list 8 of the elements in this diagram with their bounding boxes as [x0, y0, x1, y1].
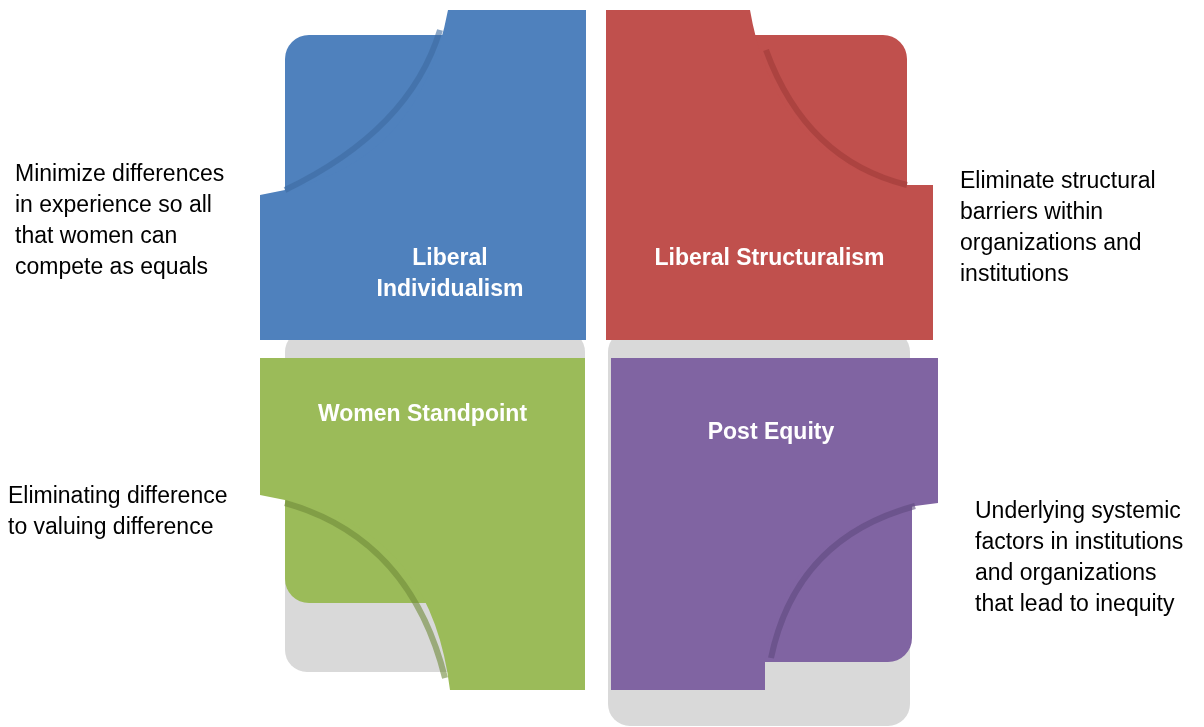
quadrant-title: Post Equity [706, 417, 836, 446]
description-text: Eliminating difference to valuing difference [8, 481, 228, 541]
quadrant-title: Liberal Individualism [375, 243, 525, 303]
description-text: Eliminate structural barriers within organizations and institutions [960, 166, 1157, 288]
description-text: Minimize differences in experience so all that women can compete as equals [15, 159, 226, 281]
quadrant-title: Liberal Structuralism [653, 243, 886, 272]
quadrant-title: Women Standpoint [316, 399, 529, 428]
description-text: Underlying systemic factors in institutions and organizations that lead to inequity [975, 496, 1185, 618]
